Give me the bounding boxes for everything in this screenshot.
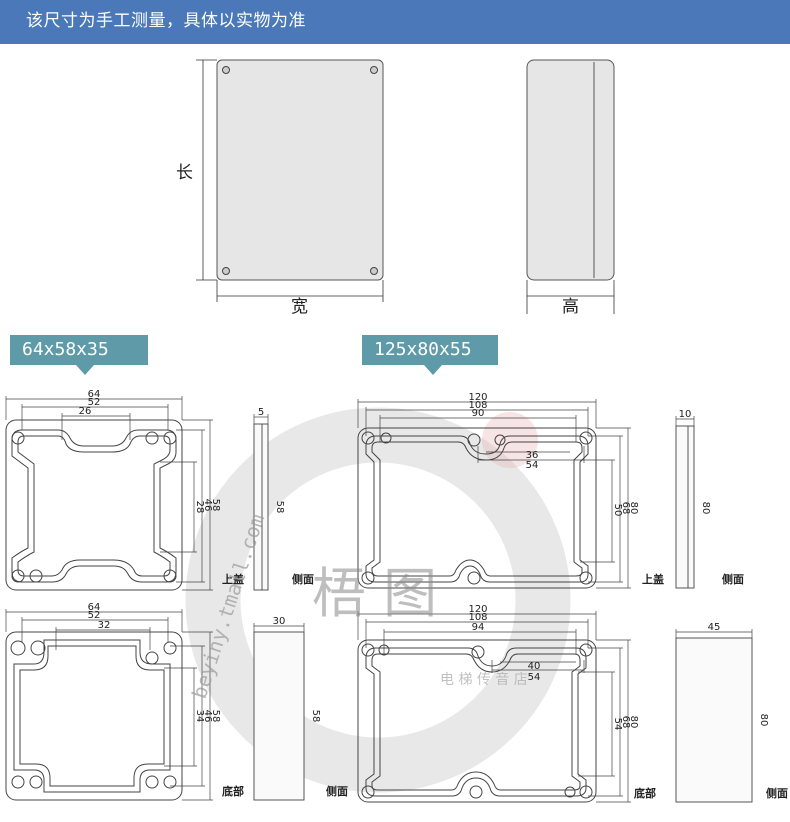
small-lid-width-inner: 26 [79,406,92,417]
watermark-shop: 电 梯 传 音 店 [440,671,528,688]
large-base-height-inner: 54 [612,718,623,731]
measurement-note: 该尺寸为手工测量，具体以实物为准 [26,11,306,31]
large-lid-inner-width-a: 36 [526,450,539,461]
large-base-side-thickness: 45 [708,622,721,633]
small-lid-side-thickness: 5 [258,407,264,418]
large-base-inner-width-a: 40 [528,661,541,672]
large-lid-height-inner: 50 [612,504,623,517]
model-tag-small: 64x58x35 [10,335,148,375]
small-lid-drawing [5,419,183,591]
small-base-dimensions [5,609,213,801]
large-base-height-mid: 68 [620,716,631,729]
box-front-illustration [196,59,384,302]
header-banner: 该尺寸为手工测量，具体以实物为准 [0,0,790,44]
watermark-seal: 梧 图 [312,562,437,625]
small-base-side-thickness: 30 [273,616,286,627]
large-lid-side-thickness: 10 [679,409,692,420]
small-base-height-mid: 46 [202,710,213,723]
large-base-drawing [357,639,597,803]
width-label: 宽 [291,297,308,317]
large-lid-height-outer: 80 [628,502,639,515]
watermark [185,407,571,793]
small-base-side-drawing [253,623,305,801]
large-base-height-outer: 80 [628,716,639,729]
small-lid-height-mid: 46 [202,499,213,512]
small-lid-height-inner: 28 [194,501,205,514]
height-label: 高 [562,297,579,317]
large-base-side-drawing [675,629,753,803]
small-lid-width-outer: 64 [88,389,101,400]
small-lid-label: 上盖 [222,572,244,586]
small-base-side-label: 侧面 [326,784,348,798]
small-lid-side-height: 58 [274,501,285,514]
large-base-label: 底部 [634,786,656,800]
large-base-side-label: 侧面 [766,786,788,800]
small-base-width-inner: 32 [98,620,111,631]
large-lid-inner-width-b: 54 [526,460,539,471]
small-base-side-height: 58 [310,710,321,723]
large-lid-dimensions [357,399,631,589]
small-lid-height-outer: 58 [210,499,221,512]
large-base-dimensions [357,611,631,803]
large-lid-width-mid: 108 [468,400,487,411]
large-lid-label: 上盖 [642,572,664,586]
small-base-width-mid: 52 [88,610,101,621]
small-base-height-inner: 34 [194,710,205,723]
large-lid-width-inner: 90 [472,408,485,419]
box-side-illustration [526,59,615,314]
small-base-label: 底部 [222,784,244,798]
large-base-width-mid: 108 [468,612,487,623]
small-base-width-outer: 64 [88,602,101,613]
large-base-inner-width-b: 54 [528,672,541,683]
large-base-width-inner: 94 [472,622,485,633]
small-lid-width-mid: 52 [88,397,101,408]
length-label: 长 [176,163,193,183]
large-lid-side-drawing [675,416,695,589]
large-lid-side-height: 80 [700,502,711,515]
small-lid-side-label: 侧面 [292,572,314,586]
small-base-height-outer: 58 [210,710,221,723]
small-lid-side-drawing [253,414,269,591]
large-lid-height-mid: 68 [620,502,631,515]
large-base-width-outer: 120 [468,604,487,615]
large-lid-width-outer: 120 [468,392,487,403]
small-base-drawing [5,631,183,801]
small-lid-dimensions [5,396,213,591]
large-lid-side-label: 侧面 [722,572,744,586]
large-base-side-height: 80 [758,714,769,727]
model-tag-large: 125x80x55 [362,335,498,375]
